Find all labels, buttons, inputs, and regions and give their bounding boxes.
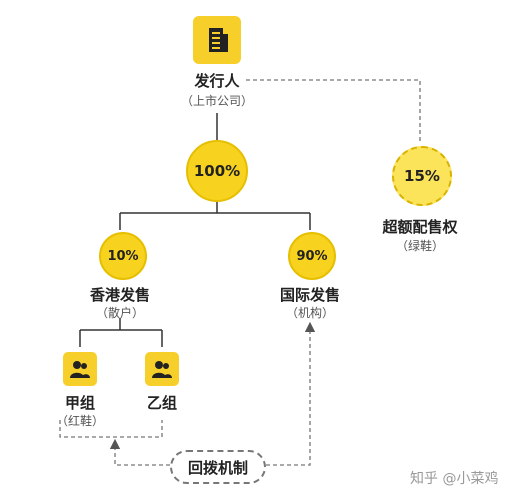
issuer-label: 发行人 (194, 72, 240, 90)
greenshoe-value: 15% (404, 167, 440, 185)
intl-offering-value: 90% (296, 248, 328, 264)
issuer-sub: （上市公司） (180, 94, 253, 108)
hk-offering-sub: （散户） (95, 306, 144, 320)
clawback-arrow-right (266, 321, 316, 466)
greenshoe-sub: （绿鞋） (395, 239, 444, 253)
person-icon (145, 352, 179, 386)
group-b-label: 乙组 (146, 394, 177, 412)
intl-offering-sub: （机构） (285, 306, 334, 320)
clawback-label: 回拨机制 (187, 458, 248, 477)
total-value: 100% (193, 162, 241, 180)
clawback-arrow-left (109, 438, 170, 466)
watermark: 知乎 @小菜鸡 (410, 471, 499, 487)
clawback-pill: 回拨机制 (170, 450, 266, 484)
intl-offering-circle: 90% (288, 232, 336, 280)
hk-offering-circle: 10% (99, 232, 147, 280)
issuer-greenshoe-dashed-line (246, 79, 421, 142)
hk-offering-label: 香港发售 (89, 286, 150, 304)
group-bracket-dashed-line (59, 420, 163, 438)
group-a-sub: （红鞋） (55, 414, 104, 428)
intl-offering-label: 国际发售 (279, 286, 340, 304)
person-icon (63, 352, 97, 386)
building-icon (193, 16, 241, 64)
greenshoe-circle: 15% (392, 146, 452, 206)
hk-offering-value: 10% (107, 248, 139, 264)
greenshoe-label: 超额配售权 (382, 218, 458, 236)
group-a-label: 甲组 (64, 394, 95, 412)
total-circle: 100% (186, 140, 248, 202)
